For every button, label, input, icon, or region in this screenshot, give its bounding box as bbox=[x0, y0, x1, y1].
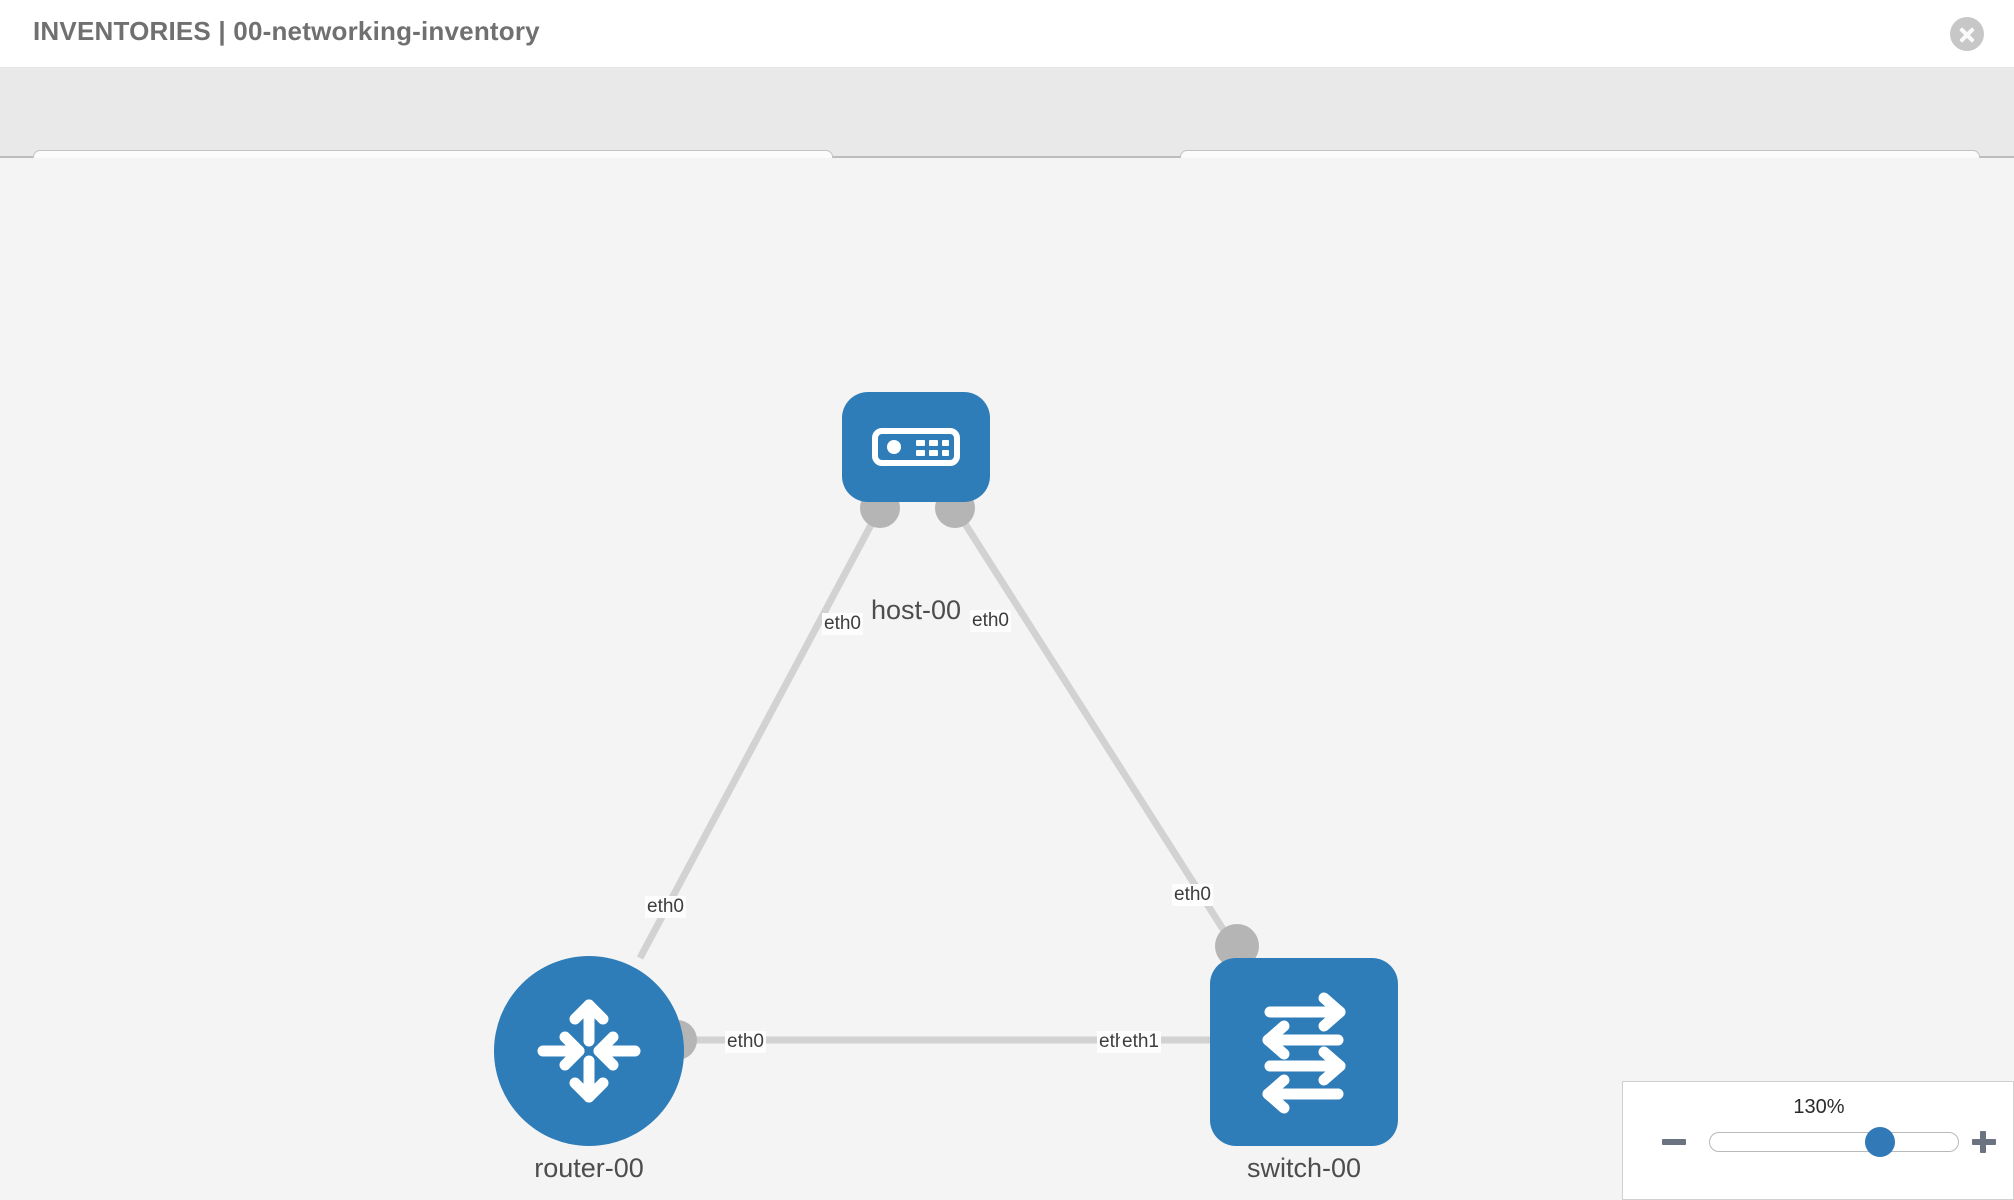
node-router-00[interactable] bbox=[494, 956, 684, 1146]
router-arrows-icon bbox=[537, 999, 641, 1103]
close-icon[interactable] bbox=[1950, 17, 1984, 51]
node-switch-00[interactable] bbox=[1210, 958, 1398, 1146]
zoom-slider-thumb[interactable] bbox=[1865, 1127, 1895, 1157]
port-label-router-up: eth0 bbox=[645, 896, 686, 918]
server-icon bbox=[872, 428, 960, 466]
node-label-switch-00: switch-00 bbox=[1243, 1153, 1365, 1184]
zoom-slider-track[interactable] bbox=[1709, 1127, 1959, 1157]
page-title: INVENTORIES | 00-networking-inventory bbox=[33, 16, 540, 46]
node-host-00[interactable] bbox=[842, 392, 990, 502]
port-label-host-right: eth0 bbox=[970, 610, 1011, 632]
switch-arrows-icon bbox=[1262, 992, 1346, 1114]
connector-nubs bbox=[657, 488, 1259, 1060]
page-header: INVENTORIES | 00-networking-inventory bbox=[0, 0, 2014, 68]
port-label-host-left: eth0 bbox=[822, 613, 863, 635]
zoom-percent-label: 130% bbox=[1793, 1096, 1845, 1118]
link-host-switch bbox=[952, 506, 1238, 950]
node-label-router-00: router-00 bbox=[531, 1153, 647, 1184]
link-host-router bbox=[636, 506, 884, 960]
node-label-host-00: host-00 bbox=[867, 595, 965, 626]
zoom-control-panel: 130% bbox=[1622, 1081, 2014, 1200]
toolbar: ACTIONS SEARCH bbox=[0, 68, 2014, 202]
zoom-out-button[interactable] bbox=[1661, 1129, 1687, 1155]
port-label-switch-eth1: eth1 bbox=[1120, 1031, 1161, 1053]
connector-switch-top bbox=[1215, 924, 1259, 968]
port-label-router-eth0: eth0 bbox=[725, 1031, 766, 1053]
topology-canvas[interactable]: host-00 router-00 bbox=[0, 158, 2014, 1200]
zoom-in-button[interactable] bbox=[1971, 1129, 1997, 1155]
port-label-switch-up: eth0 bbox=[1172, 884, 1213, 906]
topology-links-layer bbox=[636, 488, 1259, 1060]
